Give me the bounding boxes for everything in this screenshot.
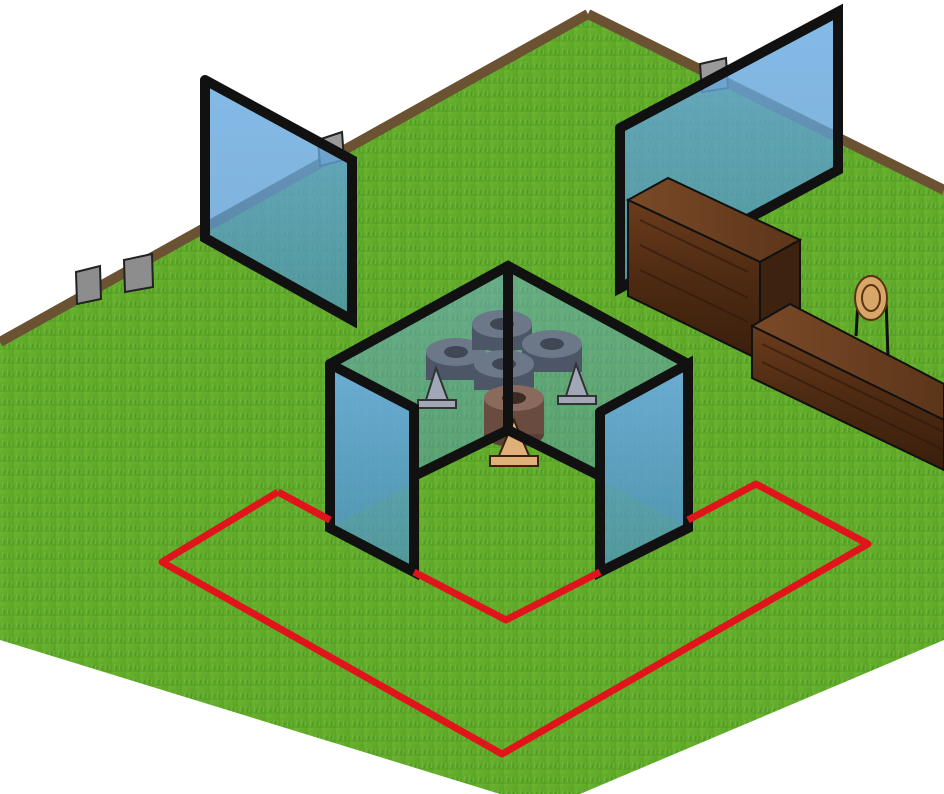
wall-block[interactable] bbox=[124, 254, 153, 292]
wall-block[interactable] bbox=[76, 266, 101, 304]
